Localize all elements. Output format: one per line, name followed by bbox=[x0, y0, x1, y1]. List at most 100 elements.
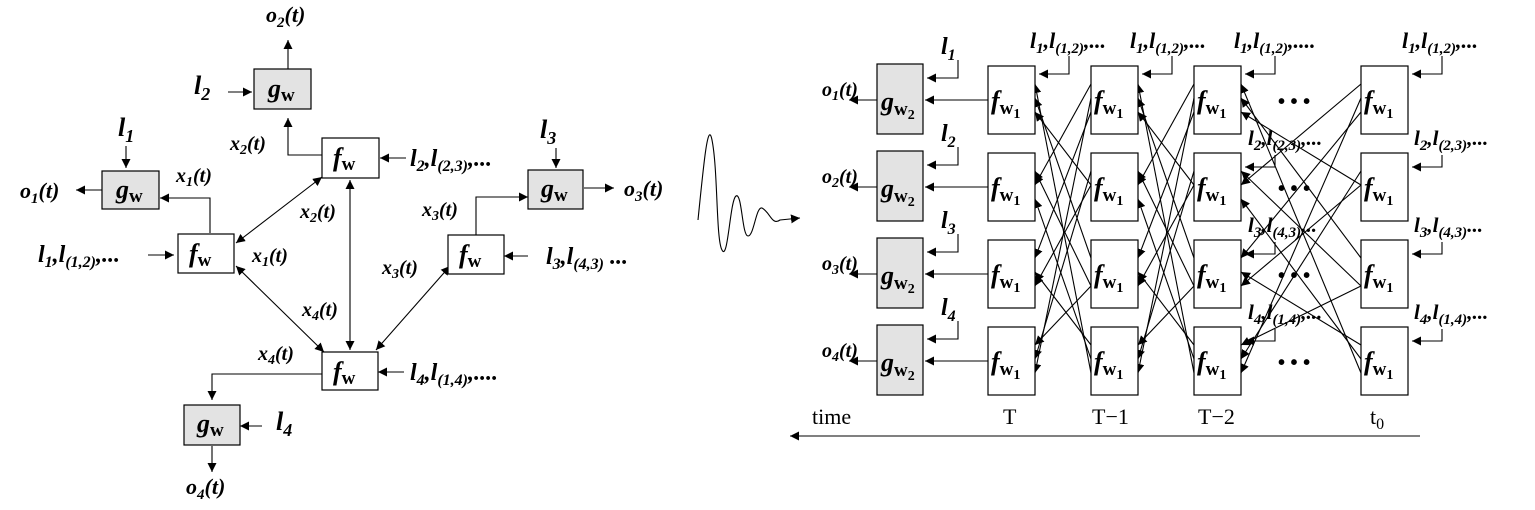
column-label-t0: t0 bbox=[1370, 404, 1384, 433]
left-label-l4: l4 bbox=[276, 407, 292, 440]
svg-text:fw1: fw1 bbox=[991, 347, 1020, 383]
svg-text:fw1: fw1 bbox=[1364, 347, 1393, 383]
left-input-node-1: l1,l(1,2),... bbox=[38, 242, 120, 271]
svg-text:fw: fw bbox=[189, 239, 212, 271]
svg-text:fw1: fw1 bbox=[1197, 86, 1226, 122]
svg-text:fw: fw bbox=[333, 143, 356, 175]
left-f-node-3: fw bbox=[447, 234, 505, 275]
right-f-node-r1-c3: fw1 bbox=[1193, 65, 1242, 135]
right-f-node-r2-c3: fw1 bbox=[1193, 152, 1242, 222]
right-ellipsis-row-3: • • • bbox=[1278, 265, 1310, 287]
right-row-input-r2-c4: l2,l(2,3),... bbox=[1414, 126, 1488, 154]
svg-text:fw: fw bbox=[459, 240, 482, 272]
column-label-T-2: T−2 bbox=[1198, 404, 1235, 429]
svg-text:gw: gw bbox=[540, 174, 568, 206]
left-output-o3: o3(t) bbox=[624, 176, 663, 205]
svg-text:gw: gw bbox=[196, 409, 224, 441]
right-f-node-r2-c4: fw1 bbox=[1360, 152, 1409, 222]
svg-text:fw1: fw1 bbox=[1364, 173, 1393, 209]
right-f-node-r2-c2: fw1 bbox=[1090, 152, 1139, 222]
right-ellipsis-row-4: • • • bbox=[1278, 352, 1310, 374]
left-state-x1-mid: x1(t) bbox=[251, 245, 288, 270]
right-g-node-4: gw2 bbox=[876, 324, 924, 396]
right-row-input-r2-c3: l2,l(2,3),... bbox=[1248, 126, 1322, 154]
left-state-x2-top: x2(t) bbox=[229, 133, 266, 158]
svg-text:fw1: fw1 bbox=[991, 260, 1020, 296]
svg-text:gw: gw bbox=[267, 74, 295, 106]
right-f-node-r3-c2: fw1 bbox=[1090, 239, 1139, 309]
left-state-x2-mid: x2(t) bbox=[299, 201, 336, 226]
right-f-node-r1-c1: fw1 bbox=[987, 65, 1036, 135]
right-output-o2: o2(t) bbox=[822, 166, 858, 191]
left-output-o4: o4(t) bbox=[186, 474, 225, 503]
right-f-node-r1-c4: fw1 bbox=[1360, 65, 1409, 135]
column-label-T: T bbox=[1003, 404, 1017, 429]
left-output-o1: o1(t) bbox=[20, 178, 59, 207]
left-edges bbox=[76, 40, 614, 472]
right-edges bbox=[849, 56, 1443, 374]
left-label-l2: l2 bbox=[194, 71, 210, 104]
svg-text:fw1: fw1 bbox=[1094, 86, 1123, 122]
right-label-l2: l2 bbox=[941, 121, 956, 151]
svg-text:fw1: fw1 bbox=[1094, 260, 1123, 296]
right-f-node-r1-c2: fw1 bbox=[1090, 65, 1139, 135]
column-label-T-1: T−1 bbox=[1092, 404, 1129, 429]
svg-text:fw1: fw1 bbox=[1197, 347, 1226, 383]
right-f-node-r4-c3: fw1 bbox=[1193, 326, 1242, 396]
right-row-input-r3-c3: l3,l(4,3)... bbox=[1248, 213, 1317, 241]
svg-text:gw2: gw2 bbox=[880, 261, 915, 297]
right-g-node-1: gw2 bbox=[876, 63, 924, 135]
right-g-node-3: gw2 bbox=[876, 237, 924, 309]
right-f-node-r3-c3: fw1 bbox=[1193, 239, 1242, 309]
left-state-x4-mid: x4(t) bbox=[301, 299, 338, 324]
svg-text:fw1: fw1 bbox=[991, 173, 1020, 209]
svg-text:gw2: gw2 bbox=[880, 348, 915, 384]
svg-text:fw1: fw1 bbox=[1197, 173, 1226, 209]
svg-text:fw: fw bbox=[333, 357, 356, 389]
right-nodes: gw2 gw2 gw2 gw2 fw1 fw1 fw1 fw1 fw1 fw1 fw1 fw1 fw1 f… bbox=[876, 63, 1409, 396]
right-f-node-r4-c4: fw1 bbox=[1360, 326, 1409, 396]
svg-text:fw1: fw1 bbox=[1197, 260, 1226, 296]
left-input-node-3: l3,l(4,3) ... bbox=[546, 244, 628, 273]
left-f-node-4: fw bbox=[321, 351, 379, 391]
left-g-node-2: gw bbox=[253, 68, 312, 110]
right-ellipsis-row-2: • • • bbox=[1278, 178, 1310, 200]
left-input-node-2: l2,l(2,3),... bbox=[410, 146, 492, 175]
svg-text:gw: gw bbox=[115, 175, 143, 207]
transform-arrow-icon bbox=[697, 134, 801, 253]
right-label-l3: l3 bbox=[941, 208, 956, 238]
right-row-input-r4-c4: l4,l(1,4),... bbox=[1414, 300, 1488, 328]
right-output-o1: o1(t) bbox=[822, 79, 858, 104]
right-label-l1: l1 bbox=[941, 34, 956, 64]
left-label-l1: l1 bbox=[118, 113, 134, 146]
left-input-node-4: l4,l(1,4),.... bbox=[410, 360, 498, 389]
svg-text:fw1: fw1 bbox=[1094, 173, 1123, 209]
right-top-input-col-3: l1,l(1,2),.... bbox=[1234, 28, 1316, 57]
right-f-node-r4-c1: fw1 bbox=[987, 326, 1036, 396]
left-state-x3-top: x3(t) bbox=[421, 199, 458, 224]
left-output-o2: o2(t) bbox=[266, 2, 305, 31]
right-row-input-r4-c3: l4,l(1,4),... bbox=[1248, 300, 1322, 328]
time-label: time bbox=[812, 404, 851, 429]
left-state-x3-mid: x3(t) bbox=[381, 257, 418, 282]
svg-text:gw2: gw2 bbox=[880, 87, 915, 123]
right-f-node-r4-c2: fw1 bbox=[1090, 326, 1139, 396]
left-f-node-2: fw bbox=[321, 137, 380, 179]
right-unfolded: gw2 gw2 gw2 gw2 fw1 fw1 fw1 fw1 fw1 fw1 fw1 fw1 fw1 f… bbox=[822, 28, 1488, 396]
right-g-node-2: gw2 bbox=[876, 150, 924, 222]
svg-text:gw2: gw2 bbox=[880, 174, 915, 210]
svg-text:fw1: fw1 bbox=[991, 86, 1020, 122]
left-state-x4-bottom: x4(t) bbox=[257, 343, 294, 368]
left-g-node-1: gw bbox=[101, 170, 160, 210]
right-top-input-col-4: l1,l(1,2),... bbox=[1402, 28, 1478, 57]
right-label-l4: l4 bbox=[941, 295, 956, 325]
left-graph: gw gw gw gw fw fw fw fw bbox=[20, 2, 663, 503]
right-output-o3: o3(t) bbox=[822, 253, 858, 278]
left-g-node-4: gw bbox=[183, 404, 241, 446]
right-top-input-col-2: l1,l(1,2),... bbox=[1130, 28, 1206, 57]
svg-text:fw1: fw1 bbox=[1364, 86, 1393, 122]
left-f-node-1: fw bbox=[177, 233, 235, 274]
left-state-x1-top: x1(t) bbox=[175, 165, 212, 190]
